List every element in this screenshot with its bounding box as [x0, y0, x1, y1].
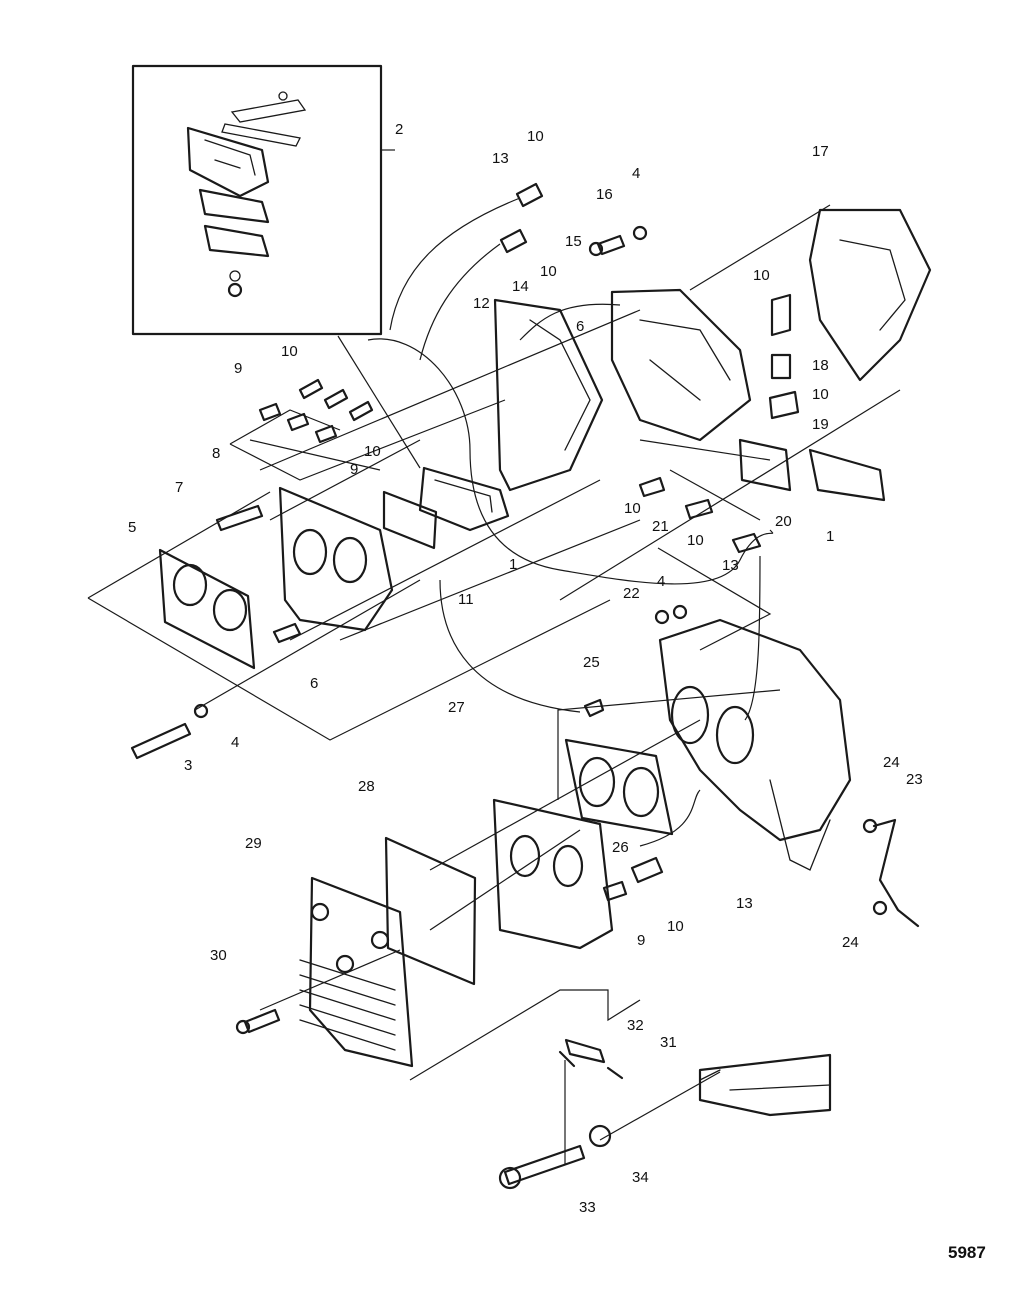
leader-lines — [87, 149, 901, 1165]
callout-8: 8 — [212, 445, 220, 462]
callout-33: 33 — [579, 1199, 596, 1216]
callout-10: 10 — [667, 918, 684, 935]
parts — [130, 182, 932, 1190]
callout-18: 18 — [812, 357, 829, 374]
callout-4: 4 — [632, 165, 640, 182]
callout-6: 6 — [310, 675, 318, 692]
callout-22: 22 — [623, 585, 640, 602]
callout-10: 10 — [624, 500, 641, 517]
callout-26: 26 — [612, 839, 629, 856]
callout-29: 29 — [245, 835, 262, 852]
callout-13: 13 — [722, 557, 739, 574]
callout-16: 16 — [596, 186, 613, 203]
callout-10: 10 — [540, 263, 557, 280]
callout-1: 1 — [509, 556, 517, 573]
callout-14: 14 — [512, 278, 529, 295]
callout-15: 15 — [565, 233, 582, 250]
callout-13: 13 — [492, 150, 509, 167]
callout-6: 6 — [576, 318, 584, 335]
callout-10: 10 — [281, 343, 298, 360]
callout-17: 17 — [812, 143, 829, 160]
callout-13: 13 — [736, 895, 753, 912]
callout-2: 2 — [395, 121, 403, 138]
callout-10: 10 — [812, 386, 829, 403]
callout-24: 24 — [883, 754, 900, 771]
callout-21: 21 — [652, 518, 669, 535]
callout-labels: 2 10 13 17 16 4 15 10 14 12 10 6 18 10 1… — [128, 121, 923, 1216]
callout-9: 9 — [234, 360, 242, 377]
callout-25: 25 — [583, 654, 600, 671]
callout-34: 34 — [632, 1169, 649, 1186]
callout-28: 28 — [358, 778, 375, 795]
callout-20: 20 — [775, 513, 792, 530]
callout-19: 19 — [812, 416, 829, 433]
callout-24: 24 — [842, 934, 859, 951]
callout-30: 30 — [210, 947, 227, 964]
callout-9: 9 — [350, 461, 358, 478]
callout-31: 31 — [660, 1034, 677, 1051]
callout-11: 11 — [458, 591, 474, 608]
callout-7: 7 — [175, 479, 183, 496]
callout-4: 4 — [231, 734, 239, 751]
figure-number: 5987 — [948, 1243, 986, 1262]
callout-5: 5 — [128, 519, 136, 536]
callout-27: 27 — [448, 699, 465, 716]
callout-32: 32 — [627, 1017, 644, 1034]
callout-12: 12 — [473, 295, 490, 312]
callout-10: 10 — [687, 532, 704, 549]
inset-detail — [131, 64, 383, 336]
callout-1: 1 — [826, 528, 834, 545]
callout-10: 10 — [364, 443, 381, 460]
callout-4: 4 — [657, 573, 665, 590]
callout-23: 23 — [906, 771, 923, 788]
callout-3: 3 — [184, 757, 192, 774]
callout-9: 9 — [637, 932, 645, 949]
callout-10: 10 — [527, 128, 544, 145]
callout-10: 10 — [753, 267, 770, 284]
